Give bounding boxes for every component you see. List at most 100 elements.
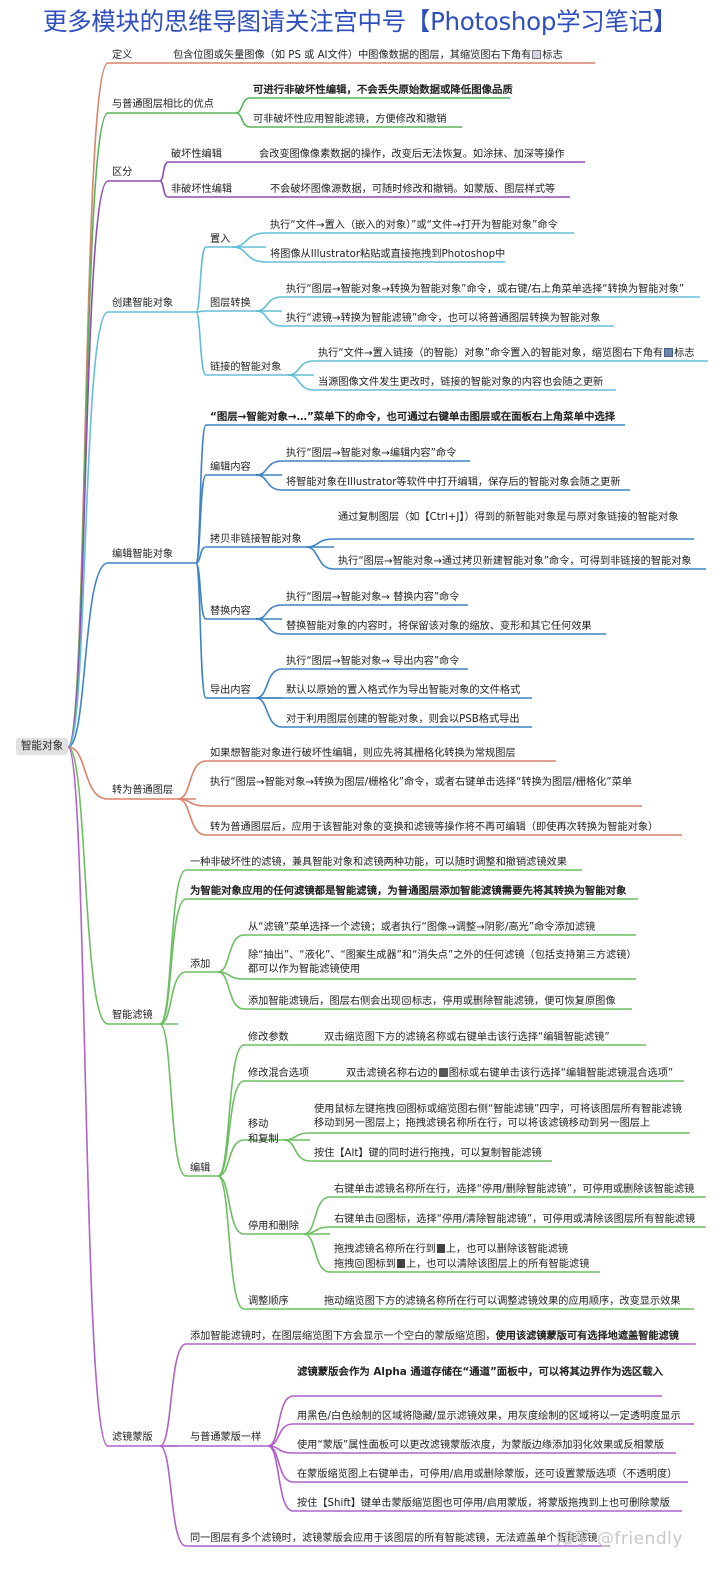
node-to-normal-1[interactable]: 如果想智能对象进行破坏性编辑，则应先将其栅格化转换为常规图层 bbox=[210, 748, 516, 759]
node-adv-1[interactable]: 可进行非破坏性编辑，不会丢失原始数据或降低图像品质 bbox=[253, 84, 513, 96]
leaf-line bbox=[303, 1196, 706, 1235]
node-layer-convert-1[interactable]: 执行“图层→智能对象→转换为智能对象”命令，或右键/右上角菜单选择“转换为智能对… bbox=[286, 284, 685, 295]
text: 上，也可以删除该智能滤镜 bbox=[445, 1244, 569, 1255]
node-nondestructive[interactable]: 非破坏性编辑 bbox=[171, 184, 233, 195]
node-ms-4[interactable]: 在蒙版缩览图上右键单击，可停用/启用或删除蒙版，还可设置蒙版选项（不透明度） bbox=[297, 1469, 678, 1480]
root-branch-line bbox=[67, 180, 160, 748]
node-place[interactable]: 置入 bbox=[210, 234, 231, 245]
node-move-copy-1[interactable]: 移动 bbox=[248, 1119, 269, 1130]
node-create[interactable]: 创建智能对象 bbox=[112, 298, 174, 309]
text: 图标或缩览图右侧“智能滤镜”四字，可将该图层所有智能滤镜移动到另一图层上；拖拽滤… bbox=[314, 1104, 682, 1129]
node-export-1[interactable]: 执行“图层→智能对象→ 导出内容”命令 bbox=[286, 656, 460, 667]
node-nondestructive-desc[interactable]: 不会破坏图像源数据，可随时修改和撤销。如蒙版、图层样式等 bbox=[270, 184, 556, 195]
node-export-2[interactable]: 默认以原始的置入格式作为导出智能对象的文件格式 bbox=[286, 685, 521, 696]
text: 图标到 bbox=[365, 1259, 396, 1270]
node-to-normal[interactable]: 转为普通图层 bbox=[112, 785, 174, 796]
node-definition-desc[interactable]: 包含位图或矢量图像（如 PS 或 AI文件）中图像数据的图层，其缩览图右下角有标… bbox=[173, 49, 563, 62]
node-ms-5[interactable]: 按住【Shift】键单击蒙版缩览图也可停用/启用蒙版，将蒙版拖拽到上也可删除蒙版 bbox=[297, 1498, 670, 1509]
node-replace-1[interactable]: 执行“图层→智能对象→ 替换内容”命令 bbox=[286, 592, 460, 603]
node-place-1[interactable]: 执行“文件→置入（嵌入的对象）”或“文件→打开为智能对象”命令 bbox=[270, 220, 558, 231]
node-advantages[interactable]: 与普通图层相比的优点 bbox=[112, 99, 214, 110]
node-to-normal-2[interactable]: 执行“图层→智能对象→转换为图层/栅格化”命令，或者右键单击选择“转换为图层/栅… bbox=[210, 777, 632, 788]
node-edit-content-2[interactable]: 将智能对象在Illustrator等软件中打开编辑，保存后的智能对象会随之更新 bbox=[286, 477, 621, 488]
node-linked-1[interactable]: 执行“文件→置入链接（的智能）对象”命令置入的智能对象，缩览图右下角有标志 bbox=[318, 347, 694, 360]
text: 拖拽 bbox=[334, 1259, 355, 1270]
leaf-line bbox=[231, 232, 574, 248]
text: 标志 bbox=[542, 50, 563, 61]
node-disable-delete[interactable]: 停用和删除 bbox=[248, 1221, 299, 1232]
node-mod-blend-1[interactable]: 双击滤镜名称右边的图标或右键单击该行选择“编辑智能滤镜混合选项” bbox=[346, 1067, 673, 1080]
node-dd-2[interactable]: 右键单击图标，选择“停用/清除智能滤镜”，可停用或清除该图层所有智能滤镜 bbox=[334, 1213, 695, 1226]
node-move-2[interactable]: 按住【Alt】键的同时进行拖拽，可以复制智能滤镜 bbox=[314, 1148, 542, 1159]
node-sf-2[interactable]: 为智能对象应用的任何滤镜都是智能滤镜，为普通图层添加智能滤镜需要先将其转换为智能… bbox=[190, 885, 627, 897]
node-destructive[interactable]: 破坏性编辑 bbox=[171, 149, 222, 160]
node-edit-note[interactable]: “图层→智能对象→…”菜单下的命令，也可通过右键单击图层或在面板右上角菜单中选择 bbox=[210, 411, 616, 423]
node-replace[interactable]: 替换内容 bbox=[210, 606, 251, 617]
node-copy-unlink-1[interactable]: 通过复制图层（如【Ctrl+J】）得到的新智能对象是与原对象链接的智能对象 bbox=[338, 512, 679, 523]
sub-branch-line bbox=[217, 1080, 342, 1177]
node-dd-4[interactable]: 拖拽图标到上，也可以清除该图层上的所有智能滤镜 bbox=[334, 1258, 589, 1271]
node-ms-1[interactable]: 滤镜蒙版会作为 Alpha 通道存储在“通道”面板中，可以将其边界作为选区载入 bbox=[297, 1366, 664, 1378]
node-ms-2[interactable]: 用黑色/白色绘制的区域将隐藏/显示滤镜效果，用灰度绘制的区域将以一定透明度显示 bbox=[297, 1411, 681, 1422]
node-mask-2[interactable]: 同一图层有多个滤镜时，滤镜蒙版会应用于该图层的所有智能滤镜，无法遮盖单个智能滤镜 bbox=[190, 1533, 598, 1544]
node-mask-same[interactable]: 与普通蒙版一样 bbox=[190, 1432, 262, 1443]
node-destructive-desc[interactable]: 会改变图像像素数据的操作，改变后无法恢复。如涂抹、加深等操作 bbox=[259, 149, 565, 160]
node-place-2[interactable]: 将图像从Illustrator粘贴或直接拖拽到Photoshop中 bbox=[270, 249, 506, 260]
sub-branch-line bbox=[159, 180, 240, 198]
node-export-3[interactable]: 对于利用图层创建的智能对象，则会以PSB格式导出 bbox=[286, 714, 520, 725]
node-mask-1[interactable]: 添加智能滤镜时，在图层缩览图下方会显示一个空白的蒙版缩览图，使用该滤镜蒙版可有选… bbox=[190, 1330, 679, 1343]
leaf-line bbox=[235, 112, 462, 128]
node-linked[interactable]: 链接的智能对象 bbox=[210, 362, 282, 373]
sub-branch-line bbox=[217, 1175, 330, 1235]
node-export[interactable]: 导出内容 bbox=[210, 685, 251, 696]
node-sf-add-2[interactable]: 除“抽出”、“液化”、“图案生成器”和“消失点”之外的任何滤镜（包括支持第三方滤… bbox=[248, 950, 632, 975]
sub-branch-line bbox=[159, 161, 230, 182]
node-mod-param-1[interactable]: 双击缩览图下方的滤镜名称或右键单击该行选择“编辑智能滤镜” bbox=[324, 1032, 610, 1043]
leaf-line bbox=[305, 546, 706, 570]
node-dd-1[interactable]: 右键单击滤镜名称所在行，选择“停用/删除智能滤镜”，可停用或删除该智能滤镜 bbox=[334, 1184, 695, 1195]
node-copy-unlink[interactable]: 拷贝非链接智能对象 bbox=[210, 534, 302, 545]
sub-branch-line bbox=[217, 1175, 320, 1310]
node-ms-3[interactable]: 使用“蒙版”属性面板可以更改滤镜蒙版浓度，为蒙版边缘添加羽化效果或反相蒙版 bbox=[297, 1440, 665, 1451]
node-definition[interactable]: 定义 bbox=[112, 50, 133, 61]
node-sf-add-1[interactable]: 从“滤镜”菜单选择一个滤镜；或者执行“图像→调整→阴影/高光”命令添加滤镜 bbox=[248, 922, 596, 933]
node-layer-convert-2[interactable]: 执行“滤镜→转换为智能滤镜”命令，也可以将普通图层转换为智能对象 bbox=[286, 313, 601, 324]
node-edit[interactable]: 编辑智能对象 bbox=[112, 549, 174, 560]
leaf-line bbox=[303, 1226, 706, 1235]
node-sf-edit[interactable]: 编辑 bbox=[190, 1163, 211, 1174]
root-node[interactable]: 智能对象 bbox=[16, 738, 68, 755]
text: 拖拽滤镜名称所在行到 bbox=[334, 1244, 436, 1255]
text: 双击滤镜名称右边的 bbox=[346, 1068, 438, 1079]
node-filter-mask[interactable]: 滤镜蒙版 bbox=[112, 1432, 153, 1443]
node-move-copy-2[interactable]: 和复制 bbox=[248, 1134, 279, 1145]
node-sf-add-3[interactable]: 添加智能滤镜后，图层右侧会出现标志，停用或删除智能滤镜，便可恢复原图像 bbox=[248, 995, 616, 1008]
node-sf-1[interactable]: 一种非破坏性的滤镜，兼具智能对象和滤镜两种功能，可以随时调整和撤销滤镜效果 bbox=[190, 857, 567, 868]
node-mod-param[interactable]: 修改参数 bbox=[248, 1032, 289, 1043]
node-layer-convert[interactable]: 图层转换 bbox=[210, 298, 251, 309]
node-replace-2[interactable]: 替换智能对象的内容时，将保留该对象的缩放、变形和其它任何效果 bbox=[286, 621, 592, 632]
node-mod-blend[interactable]: 修改混合选项 bbox=[248, 1068, 310, 1079]
node-distinguish[interactable]: 区分 bbox=[112, 167, 133, 178]
leaf-line bbox=[159, 1343, 696, 1447]
text: 添加智能滤镜后，图层右侧会出现 bbox=[248, 996, 401, 1007]
root-branch-line bbox=[67, 746, 178, 1447]
node-dd-3[interactable]: 拖拽滤镜名称所在行到上，也可以删除该智能滤镜 bbox=[334, 1243, 568, 1256]
node-order-1[interactable]: 拖动缩览图下方的滤镜名称所在行可以调整滤镜效果的应用顺序，改变显示效果 bbox=[324, 1296, 681, 1307]
node-move-1[interactable]: 使用鼠标左键拖拽图标或缩览图右侧“智能滤镜”四字，可将该图层所有智能滤镜移动到另… bbox=[314, 1103, 690, 1131]
node-smart-filter[interactable]: 智能滤镜 bbox=[112, 1010, 153, 1021]
watermark: 知乎 @friendly bbox=[556, 1529, 683, 1549]
text: 添加智能滤镜时，在图层缩览图下方会显示一个空白的蒙版缩览图， bbox=[190, 1331, 496, 1342]
leaf-line bbox=[255, 697, 532, 728]
node-copy-unlink-2[interactable]: 执行“图层→智能对象→通过拷贝新建智能对象”命令，可得到非链接的智能对象 bbox=[338, 556, 692, 567]
node-adv-2[interactable]: 可非破坏性应用智能滤镜，方便修改和撤销 bbox=[253, 114, 447, 125]
node-linked-2[interactable]: 当源图像文件发生更改时，链接的智能对象的内容也会随之更新 bbox=[318, 377, 604, 388]
smart-filter-icon bbox=[401, 996, 411, 1005]
root-branch-line bbox=[67, 311, 196, 748]
sub-branch-line bbox=[195, 474, 282, 564]
node-to-normal-3[interactable]: 转为普通图层后，应用于该智能对象的变换和滤镜等操作将不再可编辑（即使再次转换为智… bbox=[210, 822, 659, 833]
leaf-line bbox=[283, 1139, 552, 1162]
node-order[interactable]: 调整顺序 bbox=[248, 1296, 289, 1307]
node-sf-add[interactable]: 添加 bbox=[190, 959, 211, 970]
node-edit-content-1[interactable]: 执行“图层→智能对象→编辑内容”命令 bbox=[286, 448, 457, 459]
node-edit-content[interactable]: 编辑内容 bbox=[210, 462, 251, 473]
